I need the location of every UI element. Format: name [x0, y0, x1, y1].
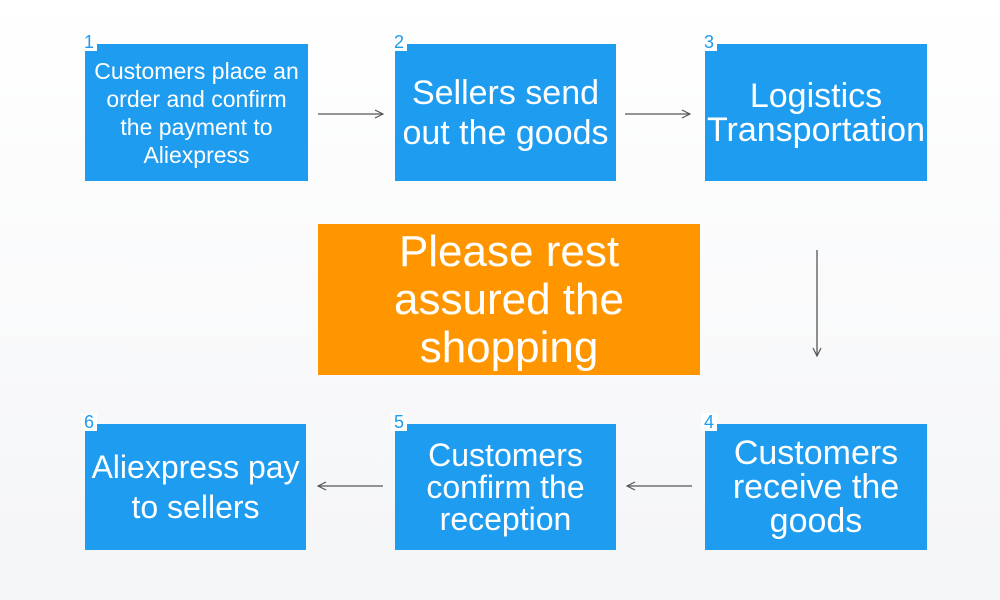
step-1-number: 1: [81, 33, 98, 51]
step-2-number: 2: [391, 33, 408, 51]
step-1-label: Customers place an order and confirm the…: [94, 57, 299, 168]
step-5-number: 5: [391, 413, 408, 431]
center-banner-label: Please rest assured the shopping: [394, 226, 624, 372]
step-4-number: 4: [701, 413, 718, 431]
step-4-box: Customers receive the goods: [705, 424, 927, 550]
step-6-number: 6: [81, 413, 98, 431]
step-5-label: Customers confirm the reception: [426, 437, 585, 537]
step-6-box: Aliexpress pay to sellers: [85, 424, 306, 550]
step-3-box: Logistics Transportation: [705, 44, 927, 181]
step-5-box: Customers confirm the reception: [395, 424, 616, 550]
step-6-label: Aliexpress pay to sellers: [91, 449, 300, 525]
step-3-label: Logistics Transportation: [707, 76, 925, 149]
step-2-box: Sellers send out the goods: [395, 44, 616, 181]
step-1-box: Customers place an order and confirm the…: [85, 44, 308, 181]
step-2-label: Sellers send out the goods: [402, 73, 609, 152]
step-4-label: Customers receive the goods: [732, 434, 900, 540]
step-3-number: 3: [701, 33, 718, 51]
center-banner: Please rest assured the shopping: [318, 224, 700, 375]
